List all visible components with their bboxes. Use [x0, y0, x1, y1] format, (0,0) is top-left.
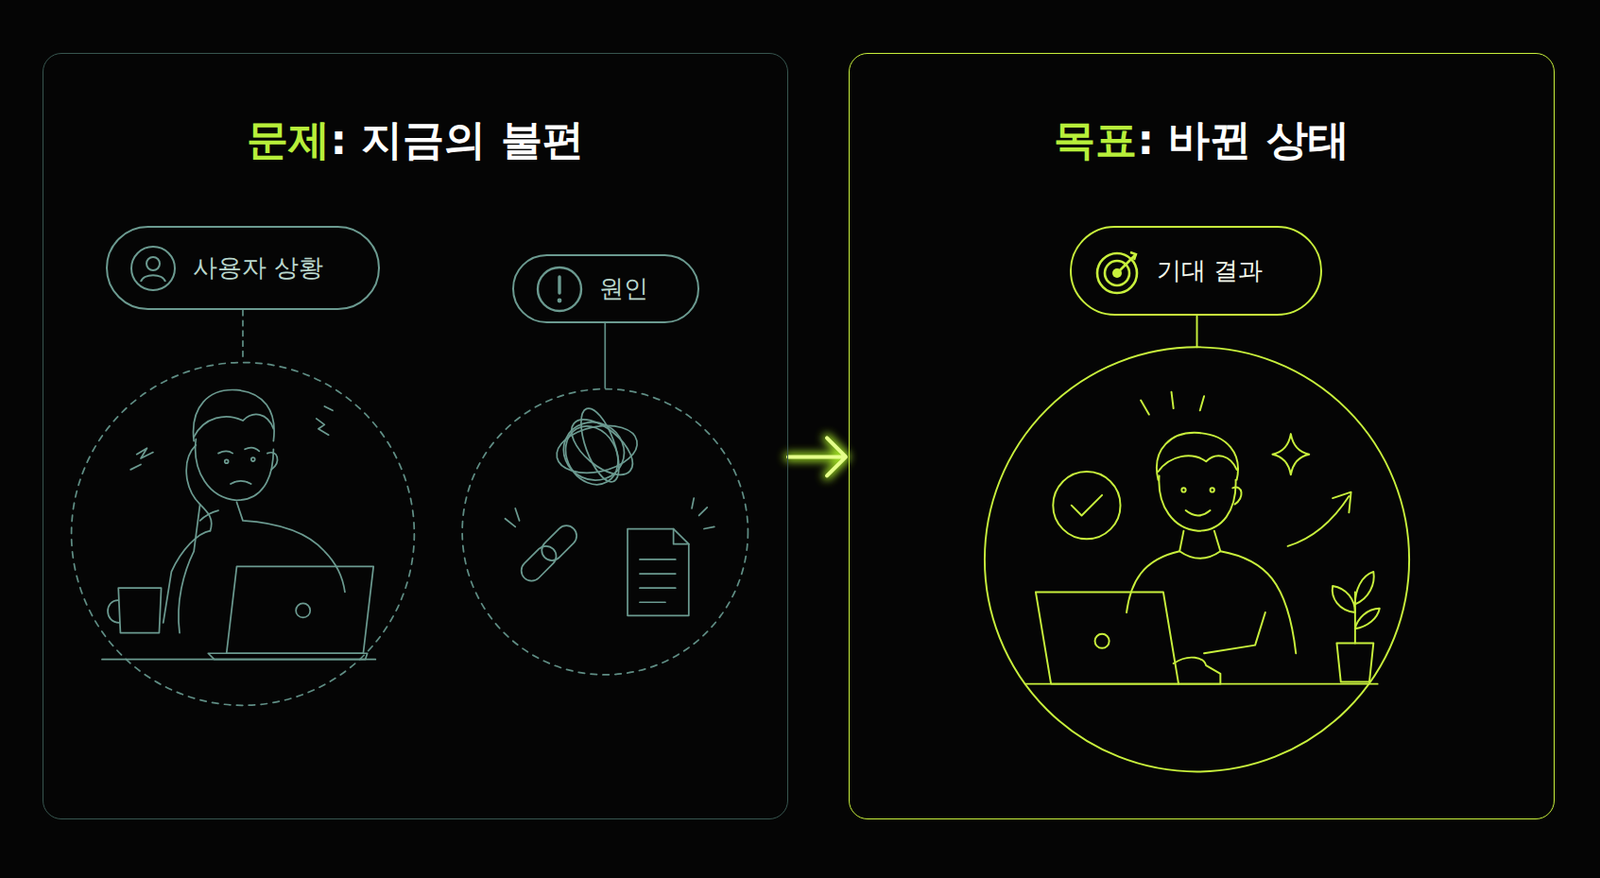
pill-label: 기대 결과	[1156, 254, 1263, 288]
label-pill: 사용자 상황	[105, 225, 380, 310]
panel-title: 목표: 바뀐 상태	[849, 112, 1554, 169]
pill-icon	[1092, 246, 1142, 296]
dashed-circle	[71, 362, 415, 706]
panel-title: 문제: 지금의 불편	[43, 112, 788, 169]
result-circle	[984, 346, 1410, 772]
flow-arrow	[788, 437, 846, 476]
panel: 목표: 바뀐 상태기대 결과	[848, 52, 1555, 820]
pill-label: 사용자 상황	[192, 251, 324, 285]
leader-line	[1196, 315, 1199, 347]
dashed-circle	[462, 389, 748, 675]
title-text: : 바뀐 상태	[1136, 115, 1349, 164]
pill-label: 원인	[599, 272, 649, 306]
pill-icon	[534, 264, 585, 314]
label-pill: 원인	[512, 254, 700, 324]
causes-illustration	[504, 403, 714, 616]
title-keyword: 문제	[246, 115, 330, 164]
panel: 문제: 지금의 불편사용자 상황원인	[42, 52, 789, 820]
arrow-stroke	[788, 437, 846, 476]
pill-icon	[128, 243, 178, 293]
title-text: : 지금의 불편	[329, 115, 584, 164]
happy-person	[1025, 392, 1380, 685]
leader-line	[603, 323, 606, 388]
title-keyword: 목표	[1053, 115, 1137, 164]
label-pill: 기대 결과	[1069, 225, 1323, 316]
leader-line	[241, 309, 244, 360]
arrow-stroke	[788, 437, 846, 476]
tired-person	[102, 390, 376, 660]
